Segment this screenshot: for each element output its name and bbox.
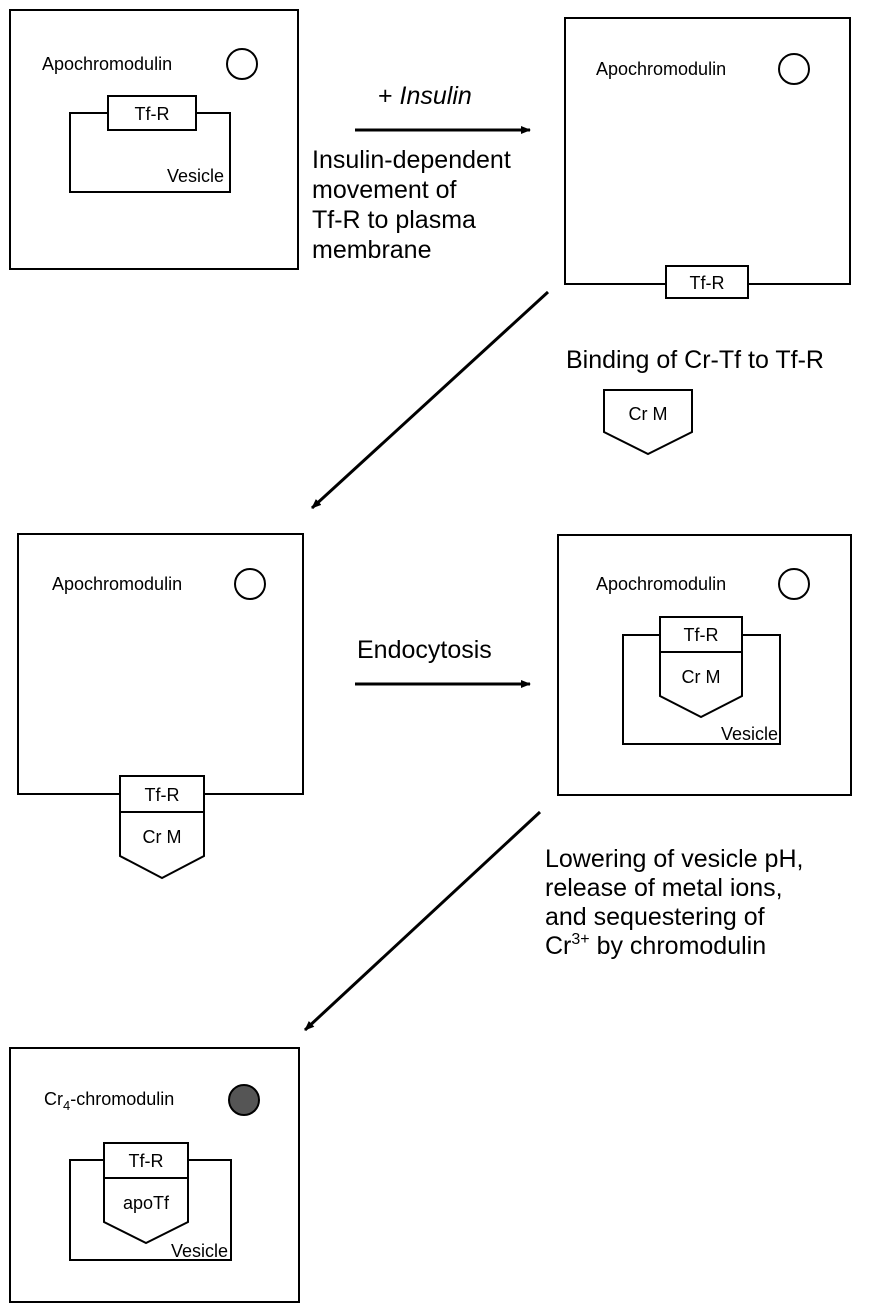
tf-r-label: Tf-R: [129, 1151, 164, 1171]
cr-m-label: Cr M: [682, 667, 721, 687]
panel-initial: Apochromodulin Tf-R Vesicle: [9, 9, 299, 270]
movement-line-4: membrane: [312, 236, 432, 264]
cell-outline: [9, 1047, 300, 1303]
lowering-step: Lowering of vesicle pH, release of metal…: [545, 845, 810, 960]
vesicle-label: Vesicle: [721, 724, 778, 744]
tf-r-box: [659, 616, 743, 653]
lowering-line-3: and sequestering of: [545, 903, 765, 931]
empty-circle-icon: [234, 568, 266, 600]
chromodulin-text: by chromodulin: [590, 932, 766, 960]
tf-r-label: Tf-R: [684, 625, 719, 645]
lowering-text: Lowering of vesicle pH, release of metal…: [545, 845, 810, 931]
charge-superscript: 3+: [571, 931, 589, 948]
cell-outline: [557, 534, 852, 796]
chromodulin-text: -chromodulin: [70, 1089, 174, 1109]
endocytosis-label: Endocytosis: [357, 636, 492, 664]
vesicle-label: Vesicle: [167, 166, 224, 186]
tf-r-label: Tf-R: [690, 273, 725, 293]
tf-r-label: Tf-R: [145, 785, 180, 805]
panel-endocytosed: Apochromodulin Tf-R Cr M Vesicle: [557, 534, 852, 796]
movement-line-2: movement of: [312, 176, 457, 204]
cr-m-label: Cr M: [143, 827, 182, 847]
filled-circle-icon: [228, 1084, 260, 1116]
apochromodulin-label: Apochromodulin: [596, 574, 726, 594]
cr-m-label: Cr M: [629, 404, 668, 424]
empty-circle-icon: [778, 53, 810, 85]
empty-circle-icon: [226, 48, 258, 80]
apochromodulin-label: Apochromodulin: [52, 574, 182, 594]
panel-ligand-bound: Apochromodulin Tf-R Cr M: [17, 533, 304, 880]
diagonal-arrow: [310, 290, 550, 510]
lowering-line-2: release of metal ions,: [545, 874, 783, 902]
cr-m-ligand-shape: [603, 389, 693, 456]
panel-receptor-at-membrane: Apochromodulin Tf-R: [564, 17, 851, 299]
empty-circle-icon: [778, 568, 810, 600]
vesicle-label: Vesicle: [171, 1241, 228, 1261]
tf-r-label: Tf-R: [135, 104, 170, 124]
cr-text: Cr: [545, 932, 571, 960]
insulin-word: Insulin: [400, 82, 472, 110]
subscript-4: 4: [63, 1098, 70, 1113]
insulin-label: + Insulin: [378, 82, 472, 110]
movement-line-1: Insulin-dependent: [312, 146, 511, 174]
cr4-chromodulin-label: Cr4-chromodulin: [44, 1089, 174, 1113]
lowering-line-1: Lowering of vesicle pH,: [545, 845, 803, 873]
cell-outline: [564, 17, 851, 285]
movement-text: Insulin-dependent movement of Tf-R to pl…: [312, 146, 518, 264]
plus-sign: +: [378, 82, 400, 110]
tf-r-box: [107, 95, 197, 131]
insulin-step: + Insulin Insulin-dependent movement of …: [312, 82, 531, 264]
tf-r-box: [665, 265, 749, 299]
endocytosis-step: Endocytosis: [355, 636, 531, 688]
tf-r-box: [119, 775, 205, 813]
binding-step: Binding of Cr-Tf to Tf-R Cr M: [566, 346, 824, 456]
binding-text: Binding of Cr-Tf to Tf-R: [566, 346, 824, 374]
lowering-line-4: Cr3+ by chromodulin: [545, 931, 766, 960]
apochromodulin-label: Apochromodulin: [596, 59, 726, 79]
movement-line-3: Tf-R to plasma: [312, 206, 476, 234]
cr-text: Cr: [44, 1089, 63, 1109]
apochromodulin-label: Apochromodulin: [42, 54, 172, 74]
diagonal-arrow: [303, 810, 542, 1032]
panel-final: Cr4-chromodulin Tf-R apoTf Vesicle: [9, 1047, 300, 1303]
apotf-label: apoTf: [123, 1193, 170, 1213]
cell-outline: [9, 9, 299, 270]
tf-r-box: [103, 1142, 189, 1179]
